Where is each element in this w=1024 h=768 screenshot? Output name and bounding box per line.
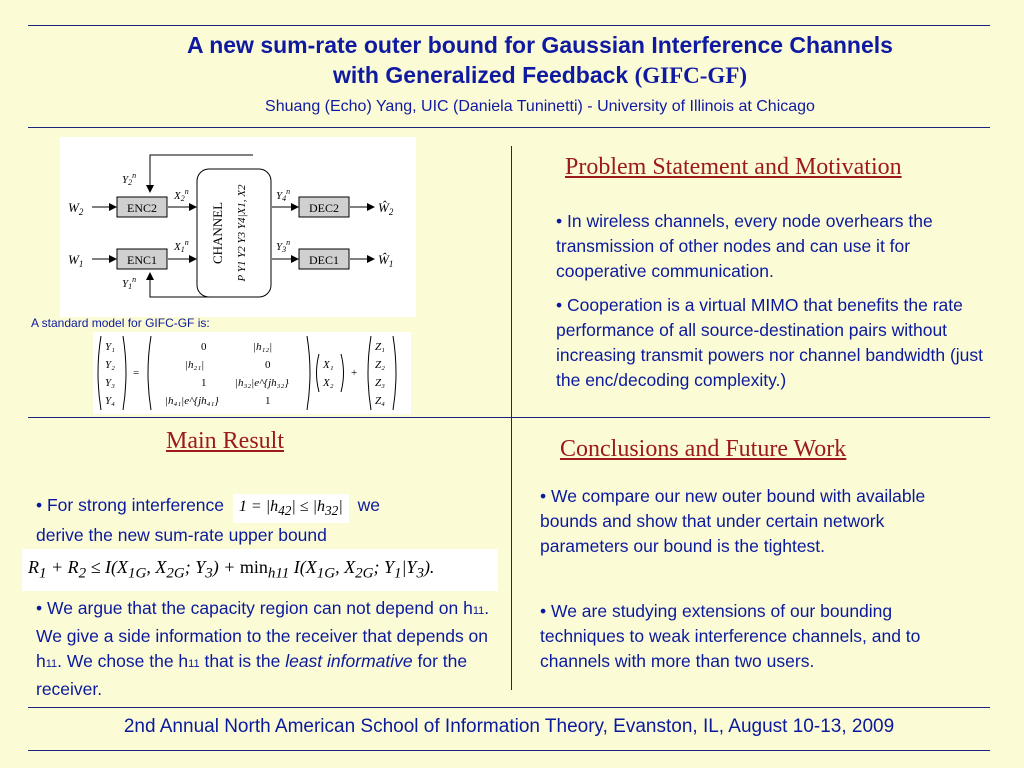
enc2-label: ENC2 — [127, 201, 157, 215]
x2-label: X2n — [173, 187, 189, 203]
footer-bottom-rule — [28, 750, 990, 751]
svg-text:0: 0 — [265, 359, 271, 371]
svg-text:Z₁: Z₁ — [375, 341, 385, 353]
poster-title: A new sum-rate outer bound for Gaussian … — [187, 32, 893, 58]
footer-top-rule — [28, 707, 990, 708]
svg-text:Z₃: Z₃ — [375, 377, 385, 389]
y1-label: Y1n — [122, 275, 136, 291]
bullet2-part-e: for the receiver. — [36, 651, 468, 699]
dec1-box — [298, 248, 350, 270]
authors-line: Shuang (Echo) Yang, UIC (Daniela Tuninet… — [265, 98, 815, 115]
w2-label: W2 — [68, 200, 84, 217]
main-result-bullet-2: • We argue that the capacity region can … — [36, 596, 492, 702]
channel-label: CHANNEL — [210, 202, 225, 264]
svg-text:|h₄₁|e^{jh₄₁}: |h₄₁|e^{jh₄₁} — [165, 395, 219, 407]
svg-text:1: 1 — [265, 395, 271, 407]
model-caption: A standard model for GIFC-GF is: — [31, 316, 210, 330]
bullet1-part-a: • For strong interference — [36, 495, 225, 515]
channel-box — [196, 168, 272, 298]
title-abbrev: (GIFC-GF) — [634, 63, 748, 88]
sub-11: 11 — [45, 658, 58, 670]
dec2-box — [298, 196, 350, 218]
svg-text:Z₄: Z₄ — [375, 395, 385, 407]
w1-hat-label: Ŵ1 — [378, 252, 393, 269]
sum-rate-bound: R1 + R2 ≤ I(X1G, X2G; Y3) + minh11 I(X1G… — [22, 549, 498, 591]
middle-rule — [28, 417, 990, 418]
bullet2-part-c: . We chose the h — [57, 651, 189, 671]
svg-text:0: 0 — [201, 341, 207, 353]
poster-title-line2: with Generalized Feedback (GIFC-GF) — [60, 62, 1020, 89]
svg-text:|h₃₂|e^{jh₃₂}: |h₃₂|e^{jh₃₂} — [235, 377, 289, 389]
header-rule — [28, 127, 990, 128]
conclusions-bullet-1: • We compare our new outer bound with av… — [540, 486, 926, 556]
svg-text:Y₁: Y₁ — [105, 341, 115, 353]
main-result-heading: Main Result — [166, 428, 284, 454]
channel-pdf-label: P Y1 Y2 Y3 Y4|X1, X2 — [236, 184, 248, 282]
svg-text:Y₃: Y₃ — [105, 377, 115, 389]
problem-bullet-1: • In wireless channels, every node overh… — [556, 211, 933, 281]
svg-text:Y₂: Y₂ — [105, 359, 115, 371]
x1-label: X1n — [173, 238, 189, 254]
y3-label: Y3n — [276, 238, 290, 254]
bullet2-part-d: that is the — [199, 651, 286, 671]
svg-text:1: 1 — [201, 377, 207, 389]
least-informative-emphasis: least informative — [285, 651, 413, 671]
conclusions-heading: Conclusions and Future Work — [560, 436, 847, 462]
conclusions-bullet-2: • We are studying extensions of our boun… — [540, 601, 921, 671]
y2-label: Y2n — [122, 171, 136, 187]
dec1-label: DEC1 — [309, 253, 339, 267]
svg-text:=: = — [133, 367, 139, 379]
footer-conference: 2nd Annual North American School of Info… — [123, 716, 895, 737]
top-rule — [28, 25, 990, 26]
svg-text:+: + — [351, 367, 357, 379]
bullet2-part-a: • We argue that the capacity region can … — [36, 598, 473, 618]
svg-text:Z₂: Z₂ — [375, 359, 385, 371]
svg-text:X₂: X₂ — [322, 377, 334, 389]
svg-text:X₁: X₁ — [322, 359, 334, 371]
main-result-bullet-1: • For strong interference 1 = |h42| ≤ |h… — [36, 493, 476, 548]
svg-text:|h₁₂|: |h₁₂| — [253, 341, 272, 353]
sub-11: 11 — [188, 658, 200, 670]
y4-label: Y4n — [276, 187, 290, 203]
svg-text:|h₂₁|: |h₂₁| — [185, 359, 204, 371]
problem-bullet-2: • Cooperation is a virtual MIMO that ben… — [556, 295, 984, 390]
dec2-label: DEC2 — [309, 201, 339, 215]
enc1-box — [116, 248, 168, 270]
gifc-diagram: ENC2 ENC1 DEC2 DEC1 CHANNEL P Y1 Y2 Y3 Y… — [60, 137, 416, 317]
sub-11: 11 — [472, 605, 485, 617]
bullet1-part-b: we — [357, 495, 380, 515]
bullet2-part-b: . We give a side information to the rece… — [36, 598, 490, 671]
bullet1-part-c: derive the new sum-rate upper bound — [36, 525, 327, 546]
w2-hat-label: Ŵ2 — [378, 200, 394, 217]
w1-label: W1 — [68, 252, 83, 269]
svg-text:Y₄: Y₄ — [105, 395, 115, 407]
center-divider — [511, 146, 512, 690]
enc2-box — [116, 196, 168, 218]
title-line2-text: with Generalized Feedback — [332, 62, 629, 88]
problem-heading: Problem Statement and Motivation — [565, 154, 902, 180]
strong-interference-condition: 1 = |h42| ≤ |h32| — [232, 494, 349, 524]
enc1-label: ENC1 — [127, 253, 157, 267]
